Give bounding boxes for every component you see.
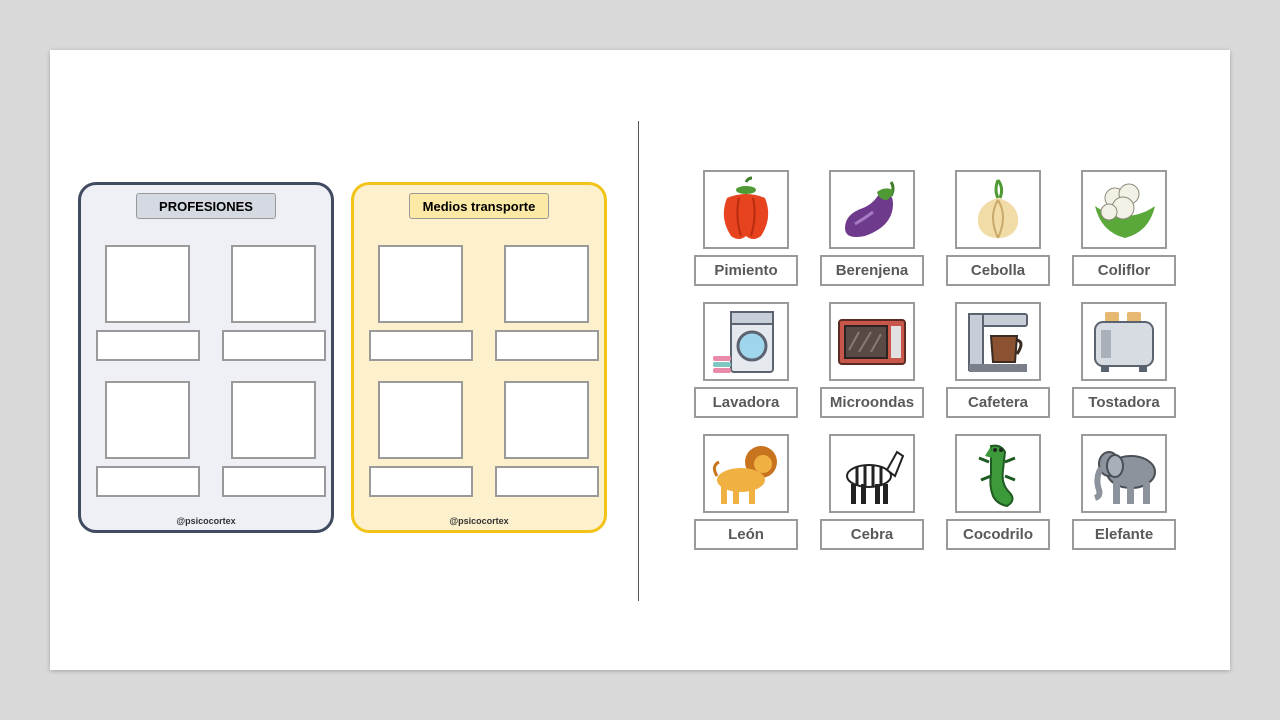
- pepper-icon: [723, 176, 769, 239]
- watermark: @psicocortex: [449, 516, 509, 526]
- card-image-coliflor[interactable]: [1081, 170, 1167, 249]
- card-image-lavadora[interactable]: [703, 302, 789, 381]
- slide: PROFESIONES @psicocortex Medios transpor…: [50, 50, 1230, 670]
- board-medios-transporte: Medios transporte @psicocortex: [351, 182, 607, 533]
- watermark: @psicocortex: [176, 516, 236, 526]
- divider-line: [638, 121, 639, 601]
- board-title: PROFESIONES: [136, 193, 276, 219]
- empty-image-slot[interactable]: [378, 381, 463, 459]
- board-profesiones: PROFESIONES @psicocortex: [78, 182, 334, 533]
- washing-machine-icon: [713, 310, 774, 373]
- board-title: Medios transporte: [409, 193, 549, 219]
- empty-label-slot[interactable]: [495, 466, 599, 497]
- card-image-berenjena[interactable]: [829, 170, 915, 249]
- elephant-icon: [1093, 450, 1156, 504]
- card-image-elefante[interactable]: [1081, 434, 1167, 513]
- card-image-leon[interactable]: [703, 434, 789, 513]
- empty-label-slot[interactable]: [222, 466, 326, 497]
- empty-label-slot[interactable]: [222, 330, 326, 361]
- empty-label-slot[interactable]: [369, 466, 473, 497]
- zebra-icon: [846, 450, 905, 504]
- card-image-cebolla[interactable]: [955, 170, 1041, 249]
- card-label[interactable]: Coliflor: [1072, 255, 1176, 286]
- empty-label-slot[interactable]: [96, 330, 200, 361]
- card-image-microondas[interactable]: [829, 302, 915, 381]
- card-image-cebra[interactable]: [829, 434, 915, 513]
- empty-image-slot[interactable]: [231, 381, 316, 459]
- card-image-pimiento[interactable]: [703, 170, 789, 249]
- card-label[interactable]: Cebra: [820, 519, 924, 550]
- empty-label-slot[interactable]: [369, 330, 473, 361]
- card-label[interactable]: Microondas: [820, 387, 924, 418]
- empty-image-slot[interactable]: [378, 245, 463, 323]
- toaster-icon: [1094, 311, 1154, 372]
- empty-image-slot[interactable]: [231, 245, 316, 323]
- eggplant-icon: [845, 180, 895, 237]
- card-label[interactable]: Berenjena: [820, 255, 924, 286]
- card-label[interactable]: León: [694, 519, 798, 550]
- cauliflower-icon: [1095, 183, 1155, 238]
- card-label[interactable]: Pimiento: [694, 255, 798, 286]
- empty-image-slot[interactable]: [504, 381, 589, 459]
- empty-image-slot[interactable]: [105, 245, 190, 323]
- card-label[interactable]: Cocodrilo: [946, 519, 1050, 550]
- card-image-cocodrilo[interactable]: [955, 434, 1041, 513]
- card-image-cafetera[interactable]: [955, 302, 1041, 381]
- card-image-tostadora[interactable]: [1081, 302, 1167, 381]
- empty-image-slot[interactable]: [105, 381, 190, 459]
- card-label[interactable]: Elefante: [1072, 519, 1176, 550]
- card-label[interactable]: Cebolla: [946, 255, 1050, 286]
- microwave-icon: [838, 318, 906, 365]
- onion-icon: [977, 178, 1019, 238]
- empty-label-slot[interactable]: [495, 330, 599, 361]
- empty-label-slot[interactable]: [96, 466, 200, 497]
- lion-icon: [712, 445, 777, 504]
- crocodile-icon: [978, 444, 1016, 507]
- empty-image-slot[interactable]: [504, 245, 589, 323]
- card-label[interactable]: Cafetera: [946, 387, 1050, 418]
- card-label[interactable]: Lavadora: [694, 387, 798, 418]
- coffee-maker-icon: [968, 312, 1028, 372]
- card-label[interactable]: Tostadora: [1072, 387, 1176, 418]
